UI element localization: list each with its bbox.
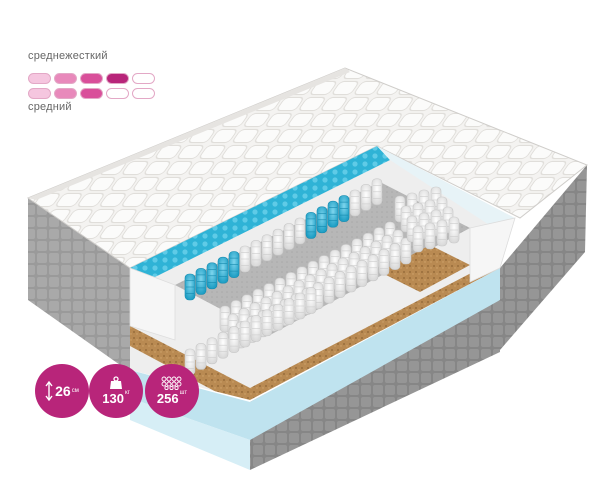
height-unit: см	[71, 388, 79, 394]
firmness-pill	[80, 73, 103, 84]
springs-value: 256	[156, 391, 179, 406]
firmness-pill	[106, 73, 129, 84]
firmness-scale-bottom	[28, 88, 155, 99]
firmness-bottom-label: средний	[28, 101, 72, 113]
load-value: 130	[102, 391, 124, 406]
firmness-pill	[54, 88, 77, 99]
height-value: 26	[55, 383, 71, 399]
mattress-side-right	[500, 165, 587, 350]
springs-badge: 256шт	[145, 364, 199, 418]
firmness-pill	[28, 88, 51, 99]
firmness-pill	[28, 73, 51, 84]
firmness-pill	[54, 73, 77, 84]
springs-unit: шт	[179, 390, 188, 396]
mattress-side-left	[28, 198, 130, 372]
firmness-pill	[132, 73, 155, 84]
firmness-top-label: среднежесткий	[28, 50, 108, 62]
firmness-pill	[132, 88, 155, 99]
firmness-pill	[106, 88, 129, 99]
firmness-pill	[80, 88, 103, 99]
foam-layer-blue	[130, 146, 390, 282]
base-layer	[130, 268, 500, 440]
firmness-scale-top	[28, 73, 155, 84]
load-badge: 130кг	[89, 364, 143, 418]
weight-icon	[110, 376, 122, 389]
height-arrow-icon	[45, 381, 53, 401]
load-unit: кг	[124, 390, 130, 396]
spring-grid-icon	[161, 376, 182, 390]
spring-blocks	[184, 178, 460, 376]
